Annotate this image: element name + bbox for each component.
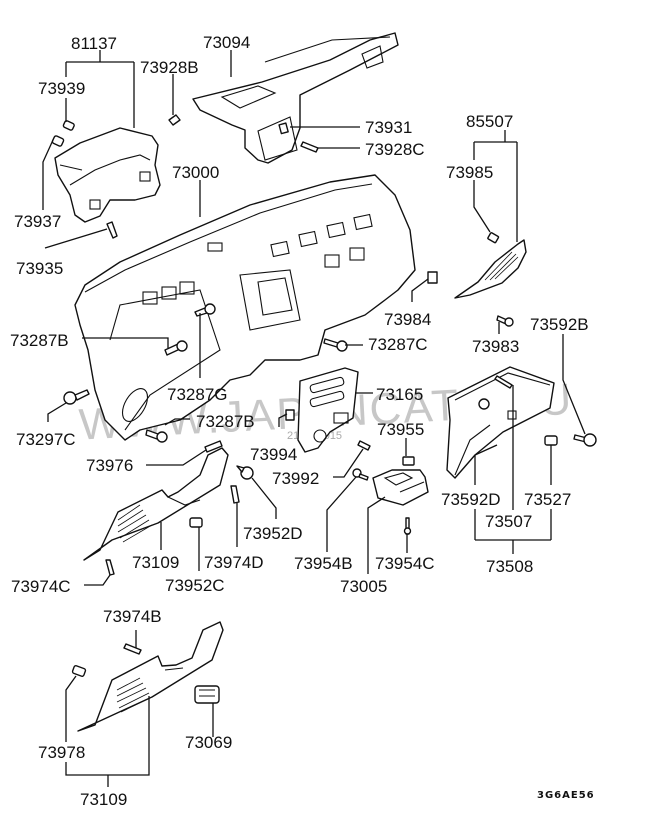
switch-73069-icon (194, 685, 220, 704)
label-81137[interactable]: 81137 (71, 34, 117, 53)
label-73983[interactable]: 73983 (472, 337, 519, 356)
label-73109-1[interactable]: 73109 (132, 553, 179, 572)
label-73937[interactable]: 73937 (14, 212, 61, 231)
screw-73974b-icon (123, 643, 142, 655)
label-73508[interactable]: 73508 (486, 557, 533, 576)
label-73985[interactable]: 73985 (446, 163, 493, 182)
label-73287b-1[interactable]: 73287B (10, 331, 69, 350)
clip-73952d-icon (236, 465, 254, 480)
part-81137-meter-hood[interactable] (54, 127, 161, 223)
label-85507[interactable]: 85507 (466, 112, 513, 131)
label-73000[interactable]: 73000 (172, 163, 219, 182)
clip-73978-icon (71, 665, 87, 677)
bolt-73287c-icon (323, 338, 348, 352)
label-73928b[interactable]: 73928B (140, 58, 199, 77)
clip-73952c-icon (189, 517, 203, 528)
label-73976[interactable]: 73976 (86, 456, 133, 475)
clip-73527-icon (544, 435, 558, 446)
label-73287c[interactable]: 73287C (368, 335, 428, 354)
part-73109-lower-cover-2[interactable] (77, 621, 224, 732)
label-73994[interactable]: 73994 (250, 445, 297, 464)
label-73287b-2[interactable]: 73287B (196, 412, 255, 431)
label-73287g[interactable]: 73287G (167, 385, 228, 404)
screw-73928c-icon (300, 141, 319, 153)
screw-73928b-icon (168, 114, 181, 126)
label-73094[interactable]: 73094 (203, 33, 250, 52)
part-73000-instrument-panel[interactable] (74, 174, 416, 441)
label-73165[interactable]: 73165 (376, 385, 423, 404)
leader-lines (42, 50, 586, 787)
clip-73976-icon (204, 440, 223, 453)
bolt-73287b-2-icon (145, 429, 168, 443)
screw-73974c-icon (105, 559, 115, 576)
label-73954c[interactable]: 73954C (375, 554, 435, 573)
label-73109-2[interactable]: 73109 (80, 790, 127, 809)
label-73069[interactable]: 73069 (185, 733, 232, 752)
clip-73955-icon (402, 456, 415, 466)
bolt-73287g-icon (194, 303, 216, 317)
screw-73983-icon (496, 315, 514, 327)
part-85507-side-cover[interactable] (454, 239, 527, 299)
label-73592b[interactable]: 73592B (530, 315, 589, 334)
label-73592d[interactable]: 73592D (441, 490, 501, 509)
label-73952c[interactable]: 73952C (165, 576, 225, 595)
label-73974d[interactable]: 73974D (204, 553, 264, 572)
screw-73954b-icon (352, 468, 369, 481)
screw-73954c-icon (403, 517, 412, 535)
label-73928c[interactable]: 73928C (365, 140, 425, 159)
bolt-73287b-1-icon (164, 340, 188, 356)
label-73935[interactable]: 73935 (16, 259, 63, 278)
screw-73935-icon (106, 221, 118, 239)
label-73974c[interactable]: 73974C (11, 577, 71, 596)
label-73952d[interactable]: 73952D (243, 524, 303, 543)
clip-73985-icon (487, 232, 500, 244)
screw-73592b-icon (573, 433, 597, 447)
label-73507[interactable]: 73507 (485, 512, 532, 531)
label-73939[interactable]: 73939 (38, 79, 85, 98)
label-73297c[interactable]: 73297C (16, 430, 76, 449)
part-73508-glove-box[interactable] (446, 366, 555, 479)
part-labels: 81137 73939 73928B 73094 73931 73928C 85… (10, 33, 595, 809)
screw-73974d-icon (230, 485, 240, 504)
label-73974b[interactable]: 73974B (103, 607, 162, 626)
label-73984[interactable]: 73984 (384, 310, 431, 329)
clip-73937-icon (51, 135, 65, 147)
part-73109-lower-cover-1[interactable] (83, 447, 229, 561)
label-73992[interactable]: 73992 (272, 469, 319, 488)
label-73955[interactable]: 73955 (377, 420, 424, 439)
screw-73992-icon (357, 440, 371, 451)
label-73005[interactable]: 73005 (340, 577, 387, 596)
label-73954b[interactable]: 73954B (294, 554, 353, 573)
clip-73984-icon (427, 271, 438, 284)
diagram-code: 3G6AE56 (537, 790, 595, 801)
part-73094-upper-pad[interactable] (192, 32, 399, 164)
clip-73994-icon (285, 409, 295, 421)
part-73165-center-panel[interactable] (297, 367, 359, 453)
label-73931[interactable]: 73931 (365, 118, 412, 137)
bolt-73297c-icon (63, 389, 90, 405)
label-73978[interactable]: 73978 (38, 743, 85, 762)
clip-73939-icon (62, 120, 75, 131)
label-73527[interactable]: 73527 (524, 490, 571, 509)
